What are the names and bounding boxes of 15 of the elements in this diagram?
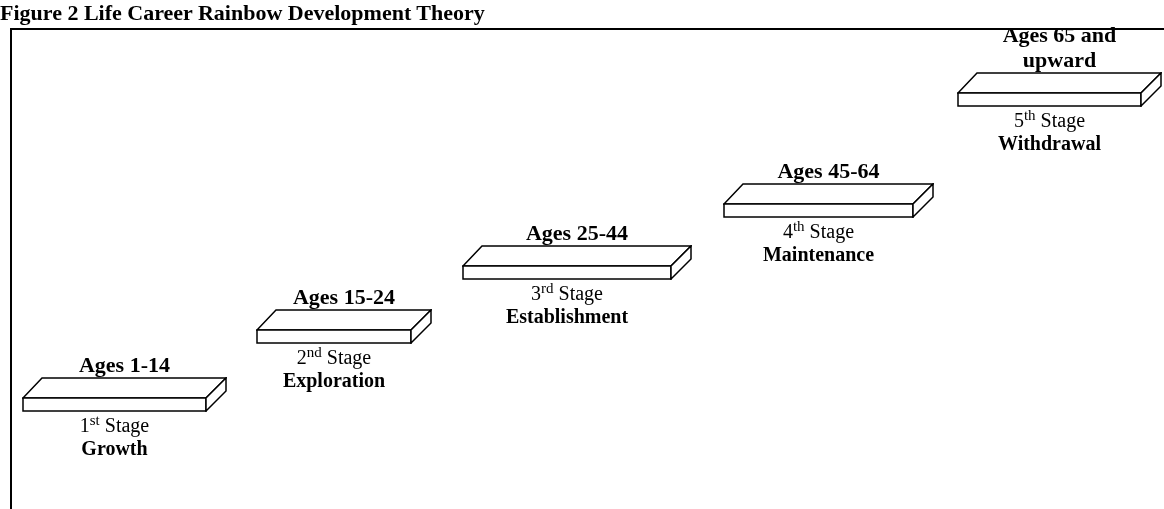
stage-number: 2$^{nd}$ Stage — [296, 346, 373, 369]
age-range-heading: Ages 15-24 — [291, 284, 396, 309]
stage-name: Exploration — [282, 369, 387, 392]
stage-number: 5$^{th}$ Stage — [1013, 109, 1087, 132]
stage-name: Establishment — [505, 305, 630, 328]
age-range-heading: Ages 45-64 — [776, 158, 881, 183]
stage-name: Maintenance — [762, 243, 876, 266]
age-range-heading: Ages 1-14 — [77, 352, 171, 377]
age-range-heading: Ages 25-44 — [524, 220, 629, 245]
stage-number: 1$^{st}$ Stage — [79, 414, 151, 437]
stage-name: Withdrawal — [998, 132, 1102, 155]
stage-number: 3$^{rd}$ Stage — [531, 282, 604, 305]
stage-name: Growth — [81, 437, 149, 460]
figure-title: Figure 2 Life Career Rainbow Development Theory — [0, 0, 485, 26]
stage-number: 4$^{th}$ Stage — [782, 220, 856, 243]
